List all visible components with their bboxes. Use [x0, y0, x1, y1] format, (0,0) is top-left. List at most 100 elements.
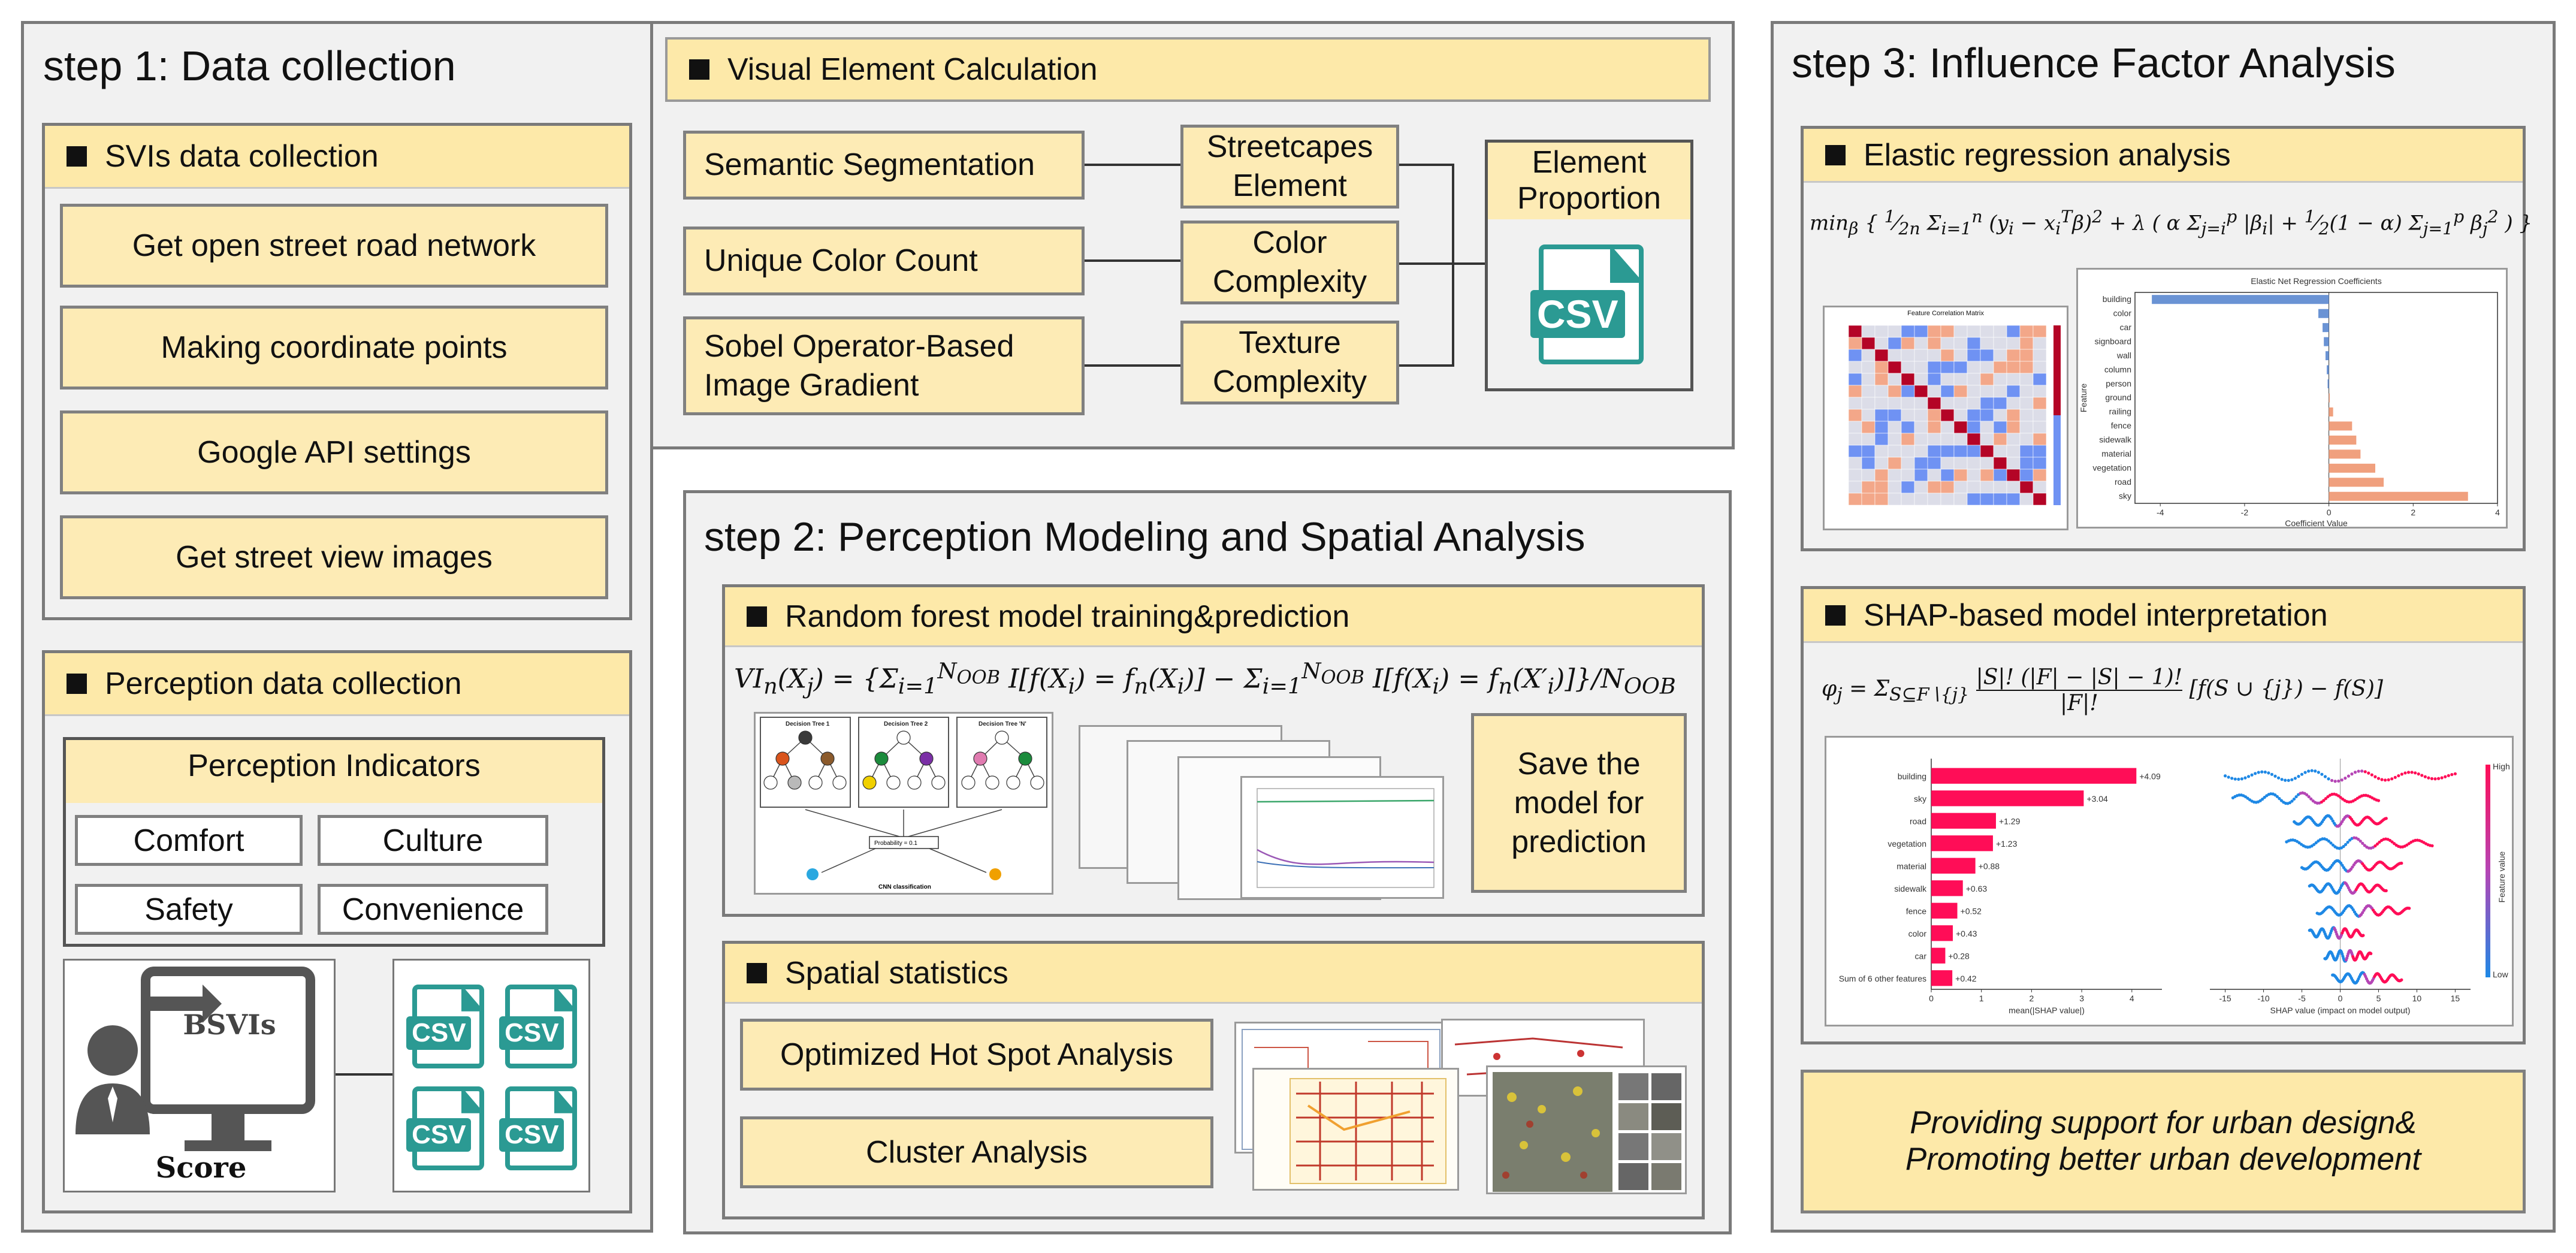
coef-bar: [2329, 463, 2375, 473]
tree2-label: Decision Tree 2: [884, 721, 928, 727]
heatmap-cell: [2019, 493, 2034, 506]
heatmap-cell: [1980, 349, 1994, 362]
heatmap-cell: [1901, 373, 1915, 386]
heatmap-cell: [1967, 397, 1981, 410]
svis-item-coordinates: Making coordinate points: [60, 306, 608, 390]
shap-bee-point: [2223, 774, 2227, 778]
heatmap-cell: [1927, 373, 1941, 386]
shap-bee-point: [2300, 772, 2304, 776]
shap-bar: [1931, 902, 1958, 919]
heatmap-cell: [1901, 433, 1915, 446]
heatmap-cell: [1861, 481, 1876, 494]
shap-bee-point: [2380, 778, 2384, 781]
shap-category-label: vegetation: [1888, 839, 1926, 849]
bsvis-to-csv-connector: [336, 1073, 392, 1076]
shap-bee-point: [2384, 817, 2388, 820]
heatmap-cell: [1940, 493, 1955, 506]
shap-bee-point: [2287, 778, 2290, 782]
svis-header-label: SVIs data collection: [105, 139, 379, 174]
shap-bee-point: [2237, 777, 2240, 781]
heatmap-cell: [1914, 469, 1928, 482]
heatmap-cell: [2006, 433, 2021, 446]
coef-bar: [2152, 295, 2329, 304]
coef-bar: [2329, 491, 2468, 501]
coef-category-label: vegetation: [2092, 463, 2131, 473]
method-sobel-gradient: Sobel Operator-Based Image Gradient: [683, 316, 1085, 415]
shap-bee-point: [2430, 777, 2434, 781]
heatmap-cell: [2033, 493, 2047, 506]
coef-bar: [2324, 337, 2329, 346]
heatmap-cell: [2006, 445, 2021, 458]
heatmap-cell: [1967, 361, 1981, 374]
shap-bar-xtick-label: 2: [2029, 994, 2034, 1003]
heatmap-cell: [1914, 493, 1928, 506]
heatmap-cell: [1888, 469, 1902, 482]
visual-header: Visual Element Calculation: [665, 37, 1711, 102]
heatmap-cell: [1888, 433, 1902, 446]
elastic-header: Elastic regression analysis: [1804, 129, 2523, 183]
shap-bee-point: [2417, 772, 2420, 776]
perception-header-label: Perception data collection: [105, 666, 462, 701]
heatmap-cell: [1874, 337, 1889, 350]
shap-bee-xtick-label: -15: [2219, 994, 2231, 1003]
heatmap-cell: [1940, 481, 1955, 494]
shap-bee-point: [2314, 841, 2318, 845]
training-curve-graphic: [1257, 788, 1435, 888]
heatmap-cell: [2033, 421, 2047, 434]
heatmap-cell: [1967, 325, 1981, 338]
shap-summary-graphic: +4.09building+3.04sky+1.29road+1.23veget…: [1839, 759, 2510, 1015]
heatmap-cell: [1888, 325, 1902, 338]
spatial-cluster: Cluster Analysis: [740, 1116, 1213, 1188]
shap-bee-point: [2324, 797, 2327, 801]
coef-category-label: ground: [2105, 392, 2131, 402]
heatmap-cell: [1980, 433, 1994, 446]
heatmap-cell: [1914, 445, 1928, 458]
heatmap-cell: [1848, 361, 1862, 374]
coef-bar: [2325, 351, 2329, 361]
heatmap-cell: [1953, 445, 1968, 458]
shap-bee-point: [2358, 840, 2362, 843]
svis-item-google-api: Google API settings: [60, 410, 608, 494]
method-unique-color-count: Unique Color Count: [683, 227, 1085, 295]
coef-category-label: sidewalk: [2099, 435, 2132, 445]
heatmap-cell: [1940, 457, 1955, 470]
shap-bee-point: [2337, 779, 2341, 783]
bullet-square-icon: [747, 962, 767, 983]
heatmap-cell: [1967, 457, 1981, 470]
visual-header-label: Visual Element Calculation: [727, 52, 1098, 87]
heatmap-cell: [1848, 445, 1862, 458]
shap-bar: [1931, 925, 1953, 941]
csv-file-icon: CSV: [499, 1086, 577, 1170]
coef-category-label: column: [2104, 364, 2131, 374]
shap-bee-point: [2261, 798, 2264, 801]
coef-bar: [2329, 407, 2333, 416]
heatmap-cell: [1993, 337, 2007, 350]
shap-bee-point: [2276, 776, 2281, 780]
heatmap-cell: [2033, 469, 2047, 482]
shap-bee-point: [2357, 769, 2360, 773]
shap-bee-point: [2329, 841, 2333, 845]
shap-bee-point: [2327, 777, 2330, 781]
support-line-1: Providing support for urban design&: [1910, 1105, 2417, 1141]
heatmap-cell: [1967, 481, 1981, 494]
coef-category-label: person: [2106, 379, 2131, 388]
shap-bee-point: [2314, 769, 2317, 773]
heatmap-cell: [1940, 385, 1955, 398]
heatmap-cell: [1874, 373, 1889, 386]
coef-bar: [2323, 323, 2329, 333]
heatmap-cell: [1888, 373, 1902, 386]
heatmap-cell: [1953, 349, 1968, 362]
svis-item-road-network: Get open street road network: [60, 204, 608, 288]
coef-xtick-label: -2: [2241, 508, 2249, 517]
heatmap-cell: [1888, 397, 1902, 410]
shap-category-label: sidewalk: [1894, 884, 1927, 893]
coef-category-label: car: [2120, 322, 2132, 332]
shap-category-label: road: [1910, 816, 1926, 826]
heatmap-cell: [1888, 421, 1902, 434]
heatmap-cell: [2019, 397, 2034, 410]
shap-bee-point: [2387, 778, 2390, 781]
shap-bee-point: [2317, 771, 2320, 774]
heatmap-cell: [1980, 373, 1994, 386]
rf-importance-formula: VIn(Xj) = {Σi=1NOOB I[f(Xi) = fn(Xi)] − …: [734, 658, 1676, 699]
heatmap-colorbar-low: [2053, 415, 2061, 505]
